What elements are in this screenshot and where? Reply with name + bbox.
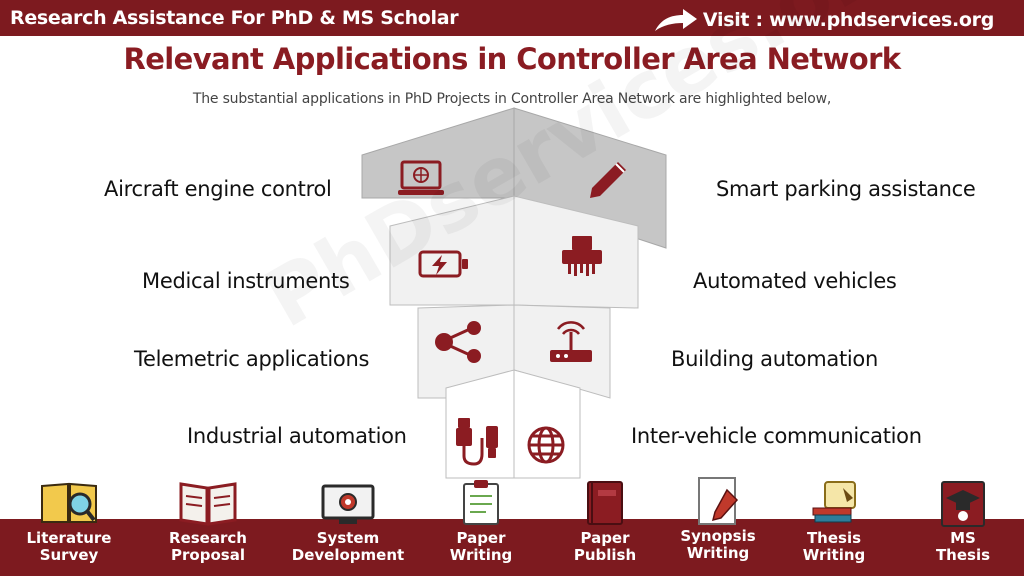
app-label-automated-vehicles: Automated vehicles xyxy=(693,269,897,293)
service-label: MS Thesis xyxy=(935,529,991,564)
header-visit-text: Visit : www.phdservices.org xyxy=(702,9,994,31)
service-research-proposal[interactable]: Research Proposal xyxy=(143,478,273,564)
app-label-aircraft-engine-control: Aircraft engine control xyxy=(104,177,332,201)
service-label: Synopsis Writing xyxy=(680,527,756,562)
share-network-icon xyxy=(435,321,481,363)
service-system-development[interactable]: System Development xyxy=(283,478,413,564)
services-bar xyxy=(0,519,1024,576)
service-thesis-writing[interactable]: Thesis Writing xyxy=(769,478,899,564)
applications-diagram xyxy=(361,107,667,479)
graduate-book-icon xyxy=(941,481,985,527)
app-label-telemetric-applications: Telemetric applications xyxy=(134,347,370,371)
service-label: System Development xyxy=(291,529,405,564)
service-label: Research Proposal xyxy=(169,529,247,564)
app-label-inter-vehicle-communication: Inter-vehicle communication xyxy=(631,424,922,448)
app-label-medical-instruments: Medical instruments xyxy=(142,269,350,293)
laptop-globe-icon xyxy=(398,160,444,195)
open-book-icon xyxy=(179,482,237,526)
right-panel-1 xyxy=(513,107,667,249)
closed-book-icon xyxy=(587,481,623,525)
monitor-gear-icon xyxy=(321,484,375,524)
header-visit-link[interactable]: Visit : www.phdservices.org xyxy=(653,7,994,33)
service-label: Paper Writing xyxy=(449,529,513,564)
header-bar: Research Assistance For PhD & MS Scholar… xyxy=(0,0,1024,36)
service-ms-thesis[interactable]: MS Thesis xyxy=(898,478,1024,564)
pencil-icon xyxy=(590,162,626,198)
service-label: Paper Publish xyxy=(573,529,637,564)
service-synopsis-writing[interactable]: Synopsis Writing xyxy=(653,476,783,562)
app-label-industrial-automation: Industrial automation xyxy=(187,424,407,448)
service-paper-publish[interactable]: Paper Publish xyxy=(540,478,670,564)
service-paper-writing[interactable]: Paper Writing xyxy=(416,478,546,564)
curved-arrow-icon xyxy=(654,9,697,31)
app-label-building-automation: Building automation xyxy=(671,347,878,371)
book-magnifier-icon xyxy=(41,482,97,523)
service-literature-survey[interactable]: Literature Survey xyxy=(4,478,134,564)
clipboard-hand-icon xyxy=(463,480,499,525)
usb-cable-icon xyxy=(456,418,498,466)
battery-charging-icon xyxy=(418,250,468,278)
app-label-smart-parking-assistance: Smart parking assistance xyxy=(716,177,976,201)
paper-pen-icon xyxy=(698,477,739,525)
wifi-router-icon xyxy=(550,321,592,362)
globe-icon xyxy=(527,426,565,464)
page-title: Relevant Applications in Controller Area… xyxy=(123,42,902,76)
service-label: Literature Survey xyxy=(26,529,112,564)
header-tagline: Research Assistance For PhD & MS Scholar xyxy=(10,7,459,29)
service-label: Thesis Writing xyxy=(802,529,866,564)
shredder-icon xyxy=(562,236,602,276)
page-subtitle: The substantial applications in PhD Proj… xyxy=(192,91,832,107)
scroll-books-icon xyxy=(812,481,856,523)
